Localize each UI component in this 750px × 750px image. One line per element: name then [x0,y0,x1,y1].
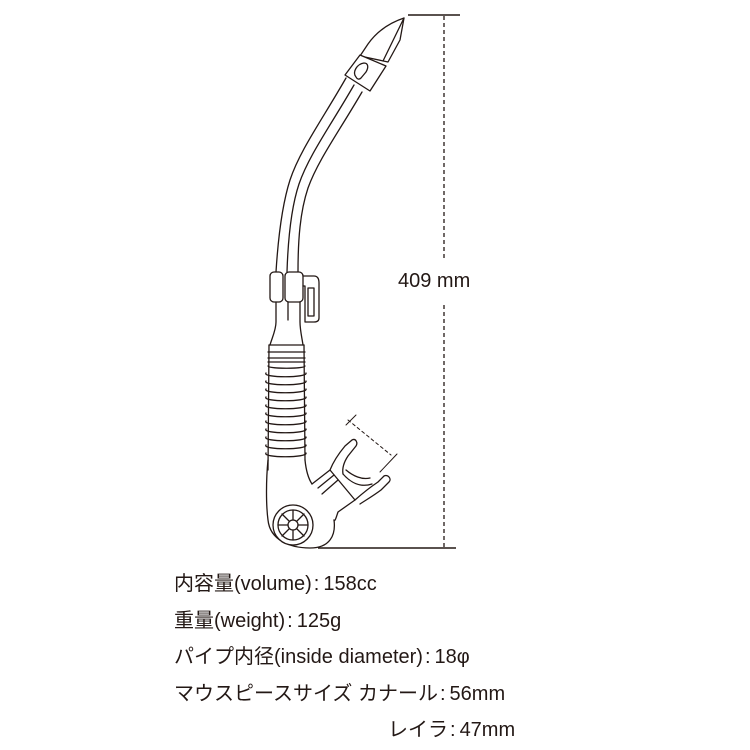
purge-valve-icon [265,459,336,549]
tube-icon [275,77,363,273]
spec-label-ja: 重量 [174,609,214,632]
spec-value: 56mm [449,682,506,705]
spec-label-ja: パイプ内径 [174,646,274,668]
spec-separator: : [287,609,293,632]
mouthpiece-dimension-icon [345,414,398,473]
splash-guard-icon [344,17,405,92]
spec-label-ja: 内容量 [174,573,234,595]
spec-separator: : [450,719,456,741]
spec-label-en: (inside diameter) [274,646,423,668]
spec-value: 125g [296,609,342,632]
height-dimension-label: 409 mm [398,270,471,292]
mouthpiece-icon [311,438,391,522]
spec-mouthpiece-canal: マウスピースサイズ カナール:56mm [174,676,515,713]
spec-label-ja: マウスピースサイズ [174,682,353,705]
spec-weight: 重量(weight):125g [174,603,515,640]
spec-inside-diameter: パイプ内径(inside diameter):18φ [174,639,515,676]
spec-separator: : [424,646,431,668]
height-dimension-line [318,14,460,549]
spec-value: 158cc [323,573,377,595]
flex-hose-icon [265,344,307,471]
spec-mouthpiece-leila: レイラ:47mm [174,712,515,749]
snorkel-diagram [265,14,460,549]
spec-label-en: (volume) [234,573,312,595]
spec-value: 18φ [434,646,470,668]
spec-list: 内容量(volume):158cc 重量(weight):125g パイプ内径(… [174,566,515,749]
mask-clip-icon [269,271,320,346]
spec-label-en: レイラ [388,719,448,741]
spec-separator: : [439,682,446,705]
spec-separator: : [313,573,320,595]
spec-label-en: (weight) [214,609,286,632]
spec-volume: 内容量(volume):158cc [174,566,515,603]
spec-value: 47mm [459,719,516,741]
spec-label-en: カナール [357,682,438,705]
